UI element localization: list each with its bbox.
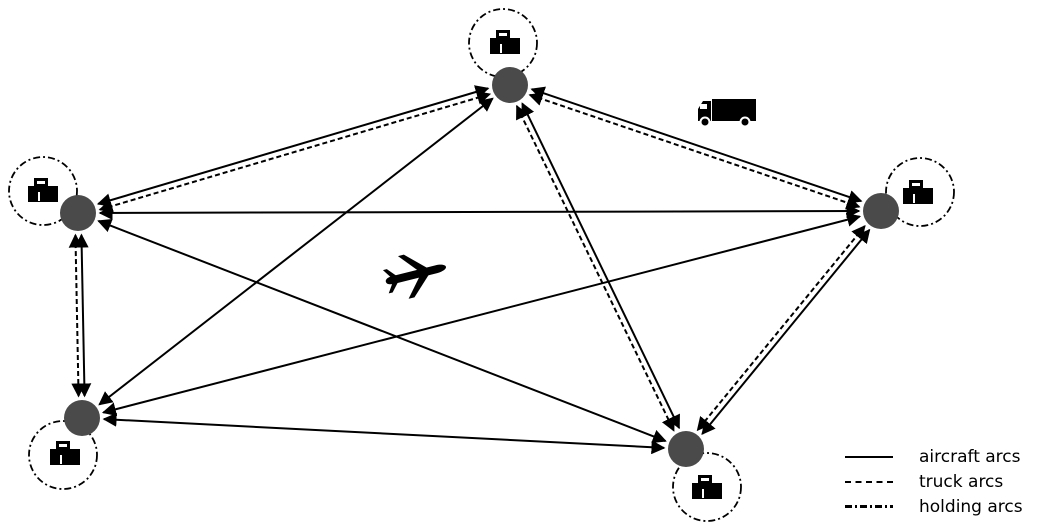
aircraft-arc-right-bottom-left <box>101 212 862 417</box>
truck-arc-left-bottom-left <box>68 233 86 398</box>
dashed-line-swatch <box>845 480 893 483</box>
warehouse-icon <box>692 475 722 499</box>
truck-arc-top-bottom-right <box>515 104 675 432</box>
aircraft-arc-left-top <box>96 85 490 208</box>
legend-item-holding: holding arcs <box>845 494 1023 519</box>
nodes <box>60 67 899 467</box>
holding-arc-bottom-right <box>672 452 742 522</box>
legend-label-holding: holding arcs <box>919 496 1023 517</box>
legend-label-truck: truck arcs <box>919 471 1004 492</box>
truck-arc-right-bottom-right <box>696 225 866 432</box>
aircraft-arc-bottom-left-bottom-right <box>102 412 666 455</box>
aircraft-arc-top-bottom-right <box>521 102 681 430</box>
aircraft-arc-left-bottom-left <box>74 233 92 398</box>
warehouse-icon <box>28 178 58 202</box>
aircraft-arc-top-right <box>530 86 863 204</box>
airplane-icon <box>382 254 446 299</box>
solid-line-swatch <box>845 455 893 458</box>
truck-icon <box>698 99 756 128</box>
warehouse-icon <box>50 441 80 465</box>
legend-item-truck: truck arcs <box>845 469 1023 494</box>
legend: aircraft arcs truck arcs holding arcs <box>845 444 1023 519</box>
holding-arc-bottom-left <box>28 420 98 490</box>
node-top <box>492 67 528 103</box>
truck-arc-top-right <box>528 92 861 210</box>
aircraft-arc-right-bottom-right <box>701 228 871 435</box>
aircraft-arc-right-left <box>98 204 861 220</box>
dashdot-line-swatch <box>845 505 893 508</box>
aircraft-arc-left-bottom-right <box>97 218 667 444</box>
legend-item-aircraft: aircraft arcs <box>845 444 1023 469</box>
legend-label-aircraft: aircraft arcs <box>919 446 1021 467</box>
node-bottom-right <box>668 431 704 467</box>
node-left <box>60 195 96 231</box>
holding-arc-right <box>885 157 955 227</box>
truck-arc-left-top <box>98 90 492 213</box>
warehouse-icon <box>903 180 933 204</box>
node-bottom-left <box>64 400 100 436</box>
node-right <box>863 193 899 229</box>
holding-arcs <box>8 8 955 522</box>
warehouse-icon <box>490 30 520 54</box>
holding-arc-top <box>468 8 538 78</box>
aircraft-arcs <box>74 85 871 455</box>
holding-arc-left <box>8 156 78 226</box>
